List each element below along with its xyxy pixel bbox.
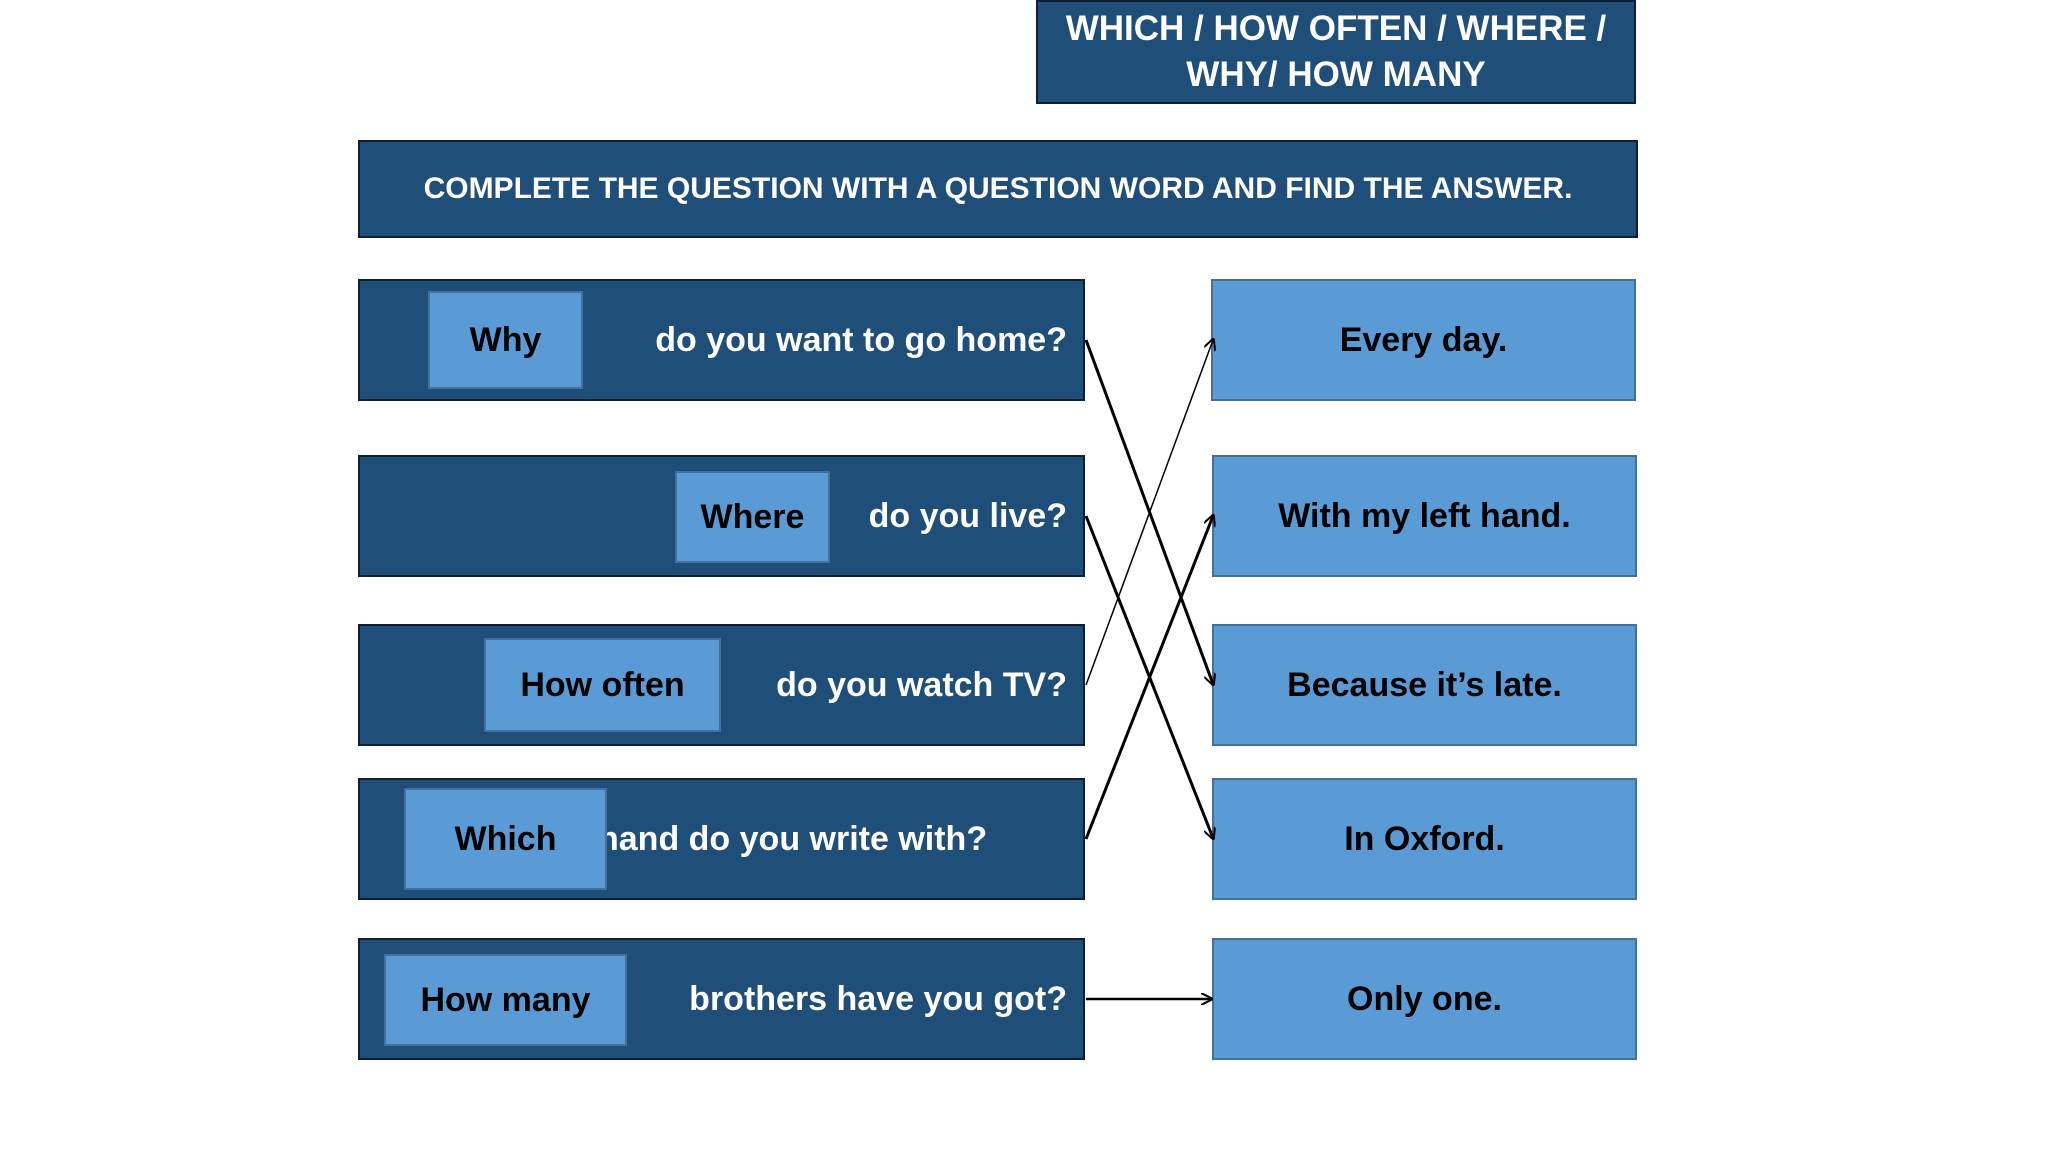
question-word-label-1: Why (469, 320, 542, 359)
question-word-3[interactable]: How often (484, 638, 721, 732)
question-text-2: do you live? (868, 496, 1067, 535)
answer-text-5: Only one. (1347, 979, 1502, 1018)
instruction-text: COMPLETE THE QUESTION WITH A QUESTION WO… (423, 172, 1573, 205)
question-word-label-5: How many (420, 980, 591, 1019)
question-text-1: do you want to go home? (655, 320, 1067, 359)
question-word-4[interactable]: Which (404, 788, 607, 890)
instruction-box: COMPLETE THE QUESTION WITH A QUESTION WO… (358, 140, 1638, 238)
question-word-label-4: Which (454, 819, 557, 858)
question-row-1: do you want to go home? Why (358, 279, 1085, 401)
answer-text-3: Because it’s late. (1287, 665, 1562, 704)
question-word-label-3: How often (520, 665, 685, 704)
question-row-3: do you watch TV? How often (358, 624, 1085, 746)
question-row-4: hand do you write with? Which (358, 778, 1085, 900)
answer-box-4[interactable]: In Oxford. (1212, 778, 1637, 900)
question-word-label-2: Where (700, 497, 805, 536)
question-row-5: brothers have you got? How many (358, 938, 1085, 1060)
title-text: WHICH / HOW OFTEN / WHERE / WHY/ HOW MAN… (1065, 9, 1607, 94)
answer-box-3[interactable]: Because it’s late. (1212, 624, 1637, 746)
question-text-3: do you watch TV? (776, 665, 1067, 704)
title-box: WHICH / HOW OFTEN / WHERE / WHY/ HOW MAN… (1036, 0, 1636, 104)
answer-box-1[interactable]: Every day. (1211, 279, 1636, 401)
question-row-2: do you live? Where (358, 455, 1085, 577)
answer-box-2[interactable]: With my left hand. (1212, 455, 1637, 577)
answer-text-4: In Oxford. (1344, 819, 1505, 858)
arrow-which-to-lefthand (1084, 516, 1213, 840)
question-text-4: hand do you write with? (598, 819, 988, 858)
question-word-5[interactable]: How many (384, 954, 627, 1046)
arrow-howoften-to-everyday (1085, 340, 1213, 686)
question-word-1[interactable]: Why (428, 291, 583, 389)
question-word-2[interactable]: Where (675, 471, 830, 563)
answer-text-2: With my left hand. (1278, 496, 1571, 535)
question-text-5: brothers have you got? (689, 979, 1067, 1018)
answer-box-5[interactable]: Only one. (1212, 938, 1637, 1060)
answer-text-1: Every day. (1339, 320, 1508, 359)
